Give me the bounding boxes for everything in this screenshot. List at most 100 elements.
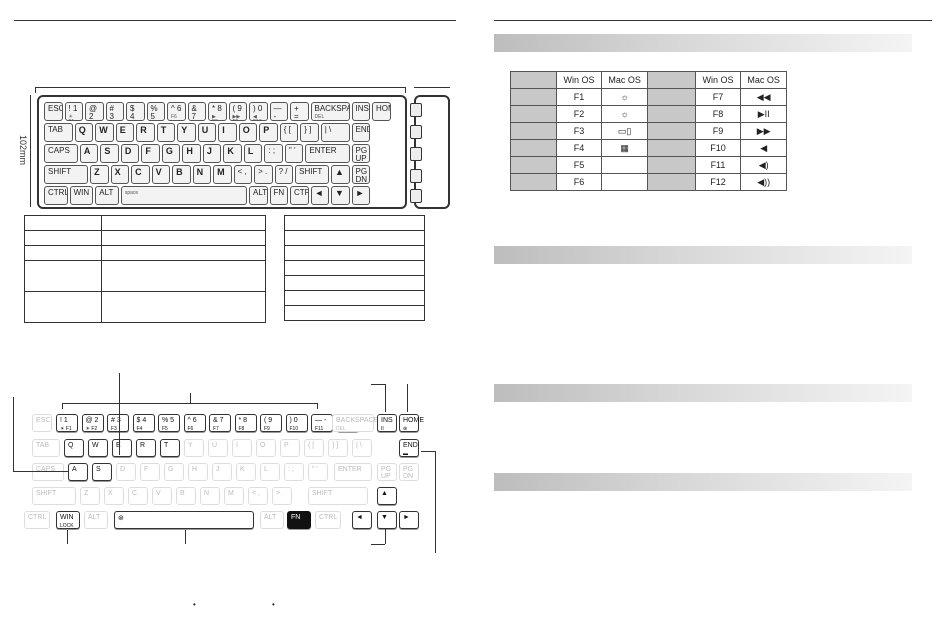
fn-table-cell (601, 156, 648, 174)
key-d: D (120, 144, 140, 163)
key-label: ^ 6 (171, 104, 182, 113)
fn-key-2: @ 2☀ F2 (81, 414, 104, 432)
key-esc: ESC (44, 102, 63, 121)
key-label: * 8 (212, 104, 222, 113)
key-label: HOME (376, 104, 390, 113)
fn-table-cell: F1 (555, 88, 603, 106)
fn-table-cell: F3 (555, 122, 603, 140)
fn-key-esc: ESC (32, 414, 52, 432)
key-1: ! 1☀ F1 (64, 102, 83, 121)
key-label: ALT (99, 188, 114, 197)
fn-key-ctrl: CTRL (24, 511, 50, 529)
fn-table-cell (646, 156, 696, 174)
fn-key-label: * 8 (238, 417, 248, 424)
fn-key-label: @ 2 (85, 417, 99, 424)
fn-table-row: F1☼F7◀◀ (510, 88, 787, 106)
callout-bracket-left-tick (62, 403, 63, 409)
key-label: G (165, 146, 173, 156)
key-label: R (140, 125, 147, 135)
key-label: # 3 (109, 104, 114, 121)
key-sublabel: F6 (171, 114, 177, 120)
fn-key-: ► (399, 511, 419, 529)
key-label: O (242, 125, 250, 135)
fn-key-label: | \ (356, 442, 362, 449)
fn-table-cell: F6 (555, 173, 603, 191)
key-: { [ (279, 123, 299, 142)
fn-key-: : ; (284, 463, 304, 481)
fn-table-cell (646, 105, 696, 123)
key-label: B (176, 167, 183, 177)
fn-key-label: V (156, 490, 161, 497)
fn-key-j: J (212, 463, 232, 481)
fn-key-sublabel: F9 (264, 426, 270, 432)
key-ctrl: CTRL (44, 186, 68, 205)
side-key-1 (410, 103, 422, 117)
fn-table-cell (601, 173, 648, 191)
key-: — -◀) F11 (269, 102, 288, 121)
key-label: A (83, 146, 91, 156)
spec-table-right (284, 215, 425, 321)
fn-key-pg-up: PG UP (377, 463, 397, 481)
section-bar-2 (494, 246, 912, 264)
key-label: ( 9 (232, 104, 242, 113)
key-pg-up: PG UP (351, 144, 370, 163)
fn-key-sublabel: II (381, 426, 384, 432)
key-m: M (213, 165, 232, 184)
key-5: % 5F5 (146, 102, 165, 121)
key-x: X (110, 165, 130, 184)
fn-key-label: SHIFT (36, 490, 57, 497)
key-label: ALT (253, 188, 268, 197)
fn-key-label: J (216, 466, 220, 473)
fn-key-label: U (212, 442, 218, 449)
key-4: $ 4▦ F4 (126, 102, 145, 121)
fn-key-ctrl: CTRL (315, 511, 341, 529)
fn-key-sublabel: ⊛ (403, 426, 408, 432)
fn-key-d: D (116, 463, 136, 481)
fn-key-tab: TAB (32, 439, 60, 457)
side-key-4 (410, 169, 422, 183)
key-label: W (99, 125, 108, 135)
key-l: L (243, 144, 263, 163)
fn-key-label: < , (252, 490, 260, 497)
callout-ins-line-h (371, 384, 385, 385)
fn-key-: — -F11 (311, 414, 333, 432)
key-label: H (186, 146, 193, 156)
fn-key-shift: SHIFT (32, 487, 76, 505)
key-z: Z (90, 165, 109, 184)
fn-table-cell: ▭▯ (601, 122, 648, 140)
fn-key-enter: ENTER (334, 463, 372, 481)
key-pg-dn: PG DN (351, 165, 370, 184)
fn-key-sublabel: DEL (336, 426, 346, 432)
fn-key-label: ◄ (356, 514, 363, 521)
key-h: H (182, 144, 201, 163)
key-label: K (227, 146, 234, 156)
key-label: CTRL (294, 188, 308, 197)
fn-key-: " ' (308, 463, 328, 481)
fn-key-label: Q (68, 442, 74, 449)
key-label: % 5 (150, 104, 158, 121)
key-label: ! 1 (68, 104, 78, 113)
top-rule-left (14, 20, 456, 21)
key-label: $ 4 (130, 104, 135, 121)
key-label: — - (273, 104, 282, 121)
key-label: C (135, 167, 142, 177)
fn-key-label: T (164, 442, 169, 449)
key-i: I (218, 123, 237, 142)
key-3: # 3▣ F3 (105, 102, 124, 121)
fn-table-header-cell: Win OS (555, 71, 603, 89)
key-sublabel: ☀ F1 (68, 114, 75, 121)
callout-number-row-stem (190, 393, 191, 403)
callout-arrows-line-v (385, 528, 386, 544)
key-label: { [ (283, 125, 291, 134)
fn-key-label: " ' (312, 466, 318, 473)
